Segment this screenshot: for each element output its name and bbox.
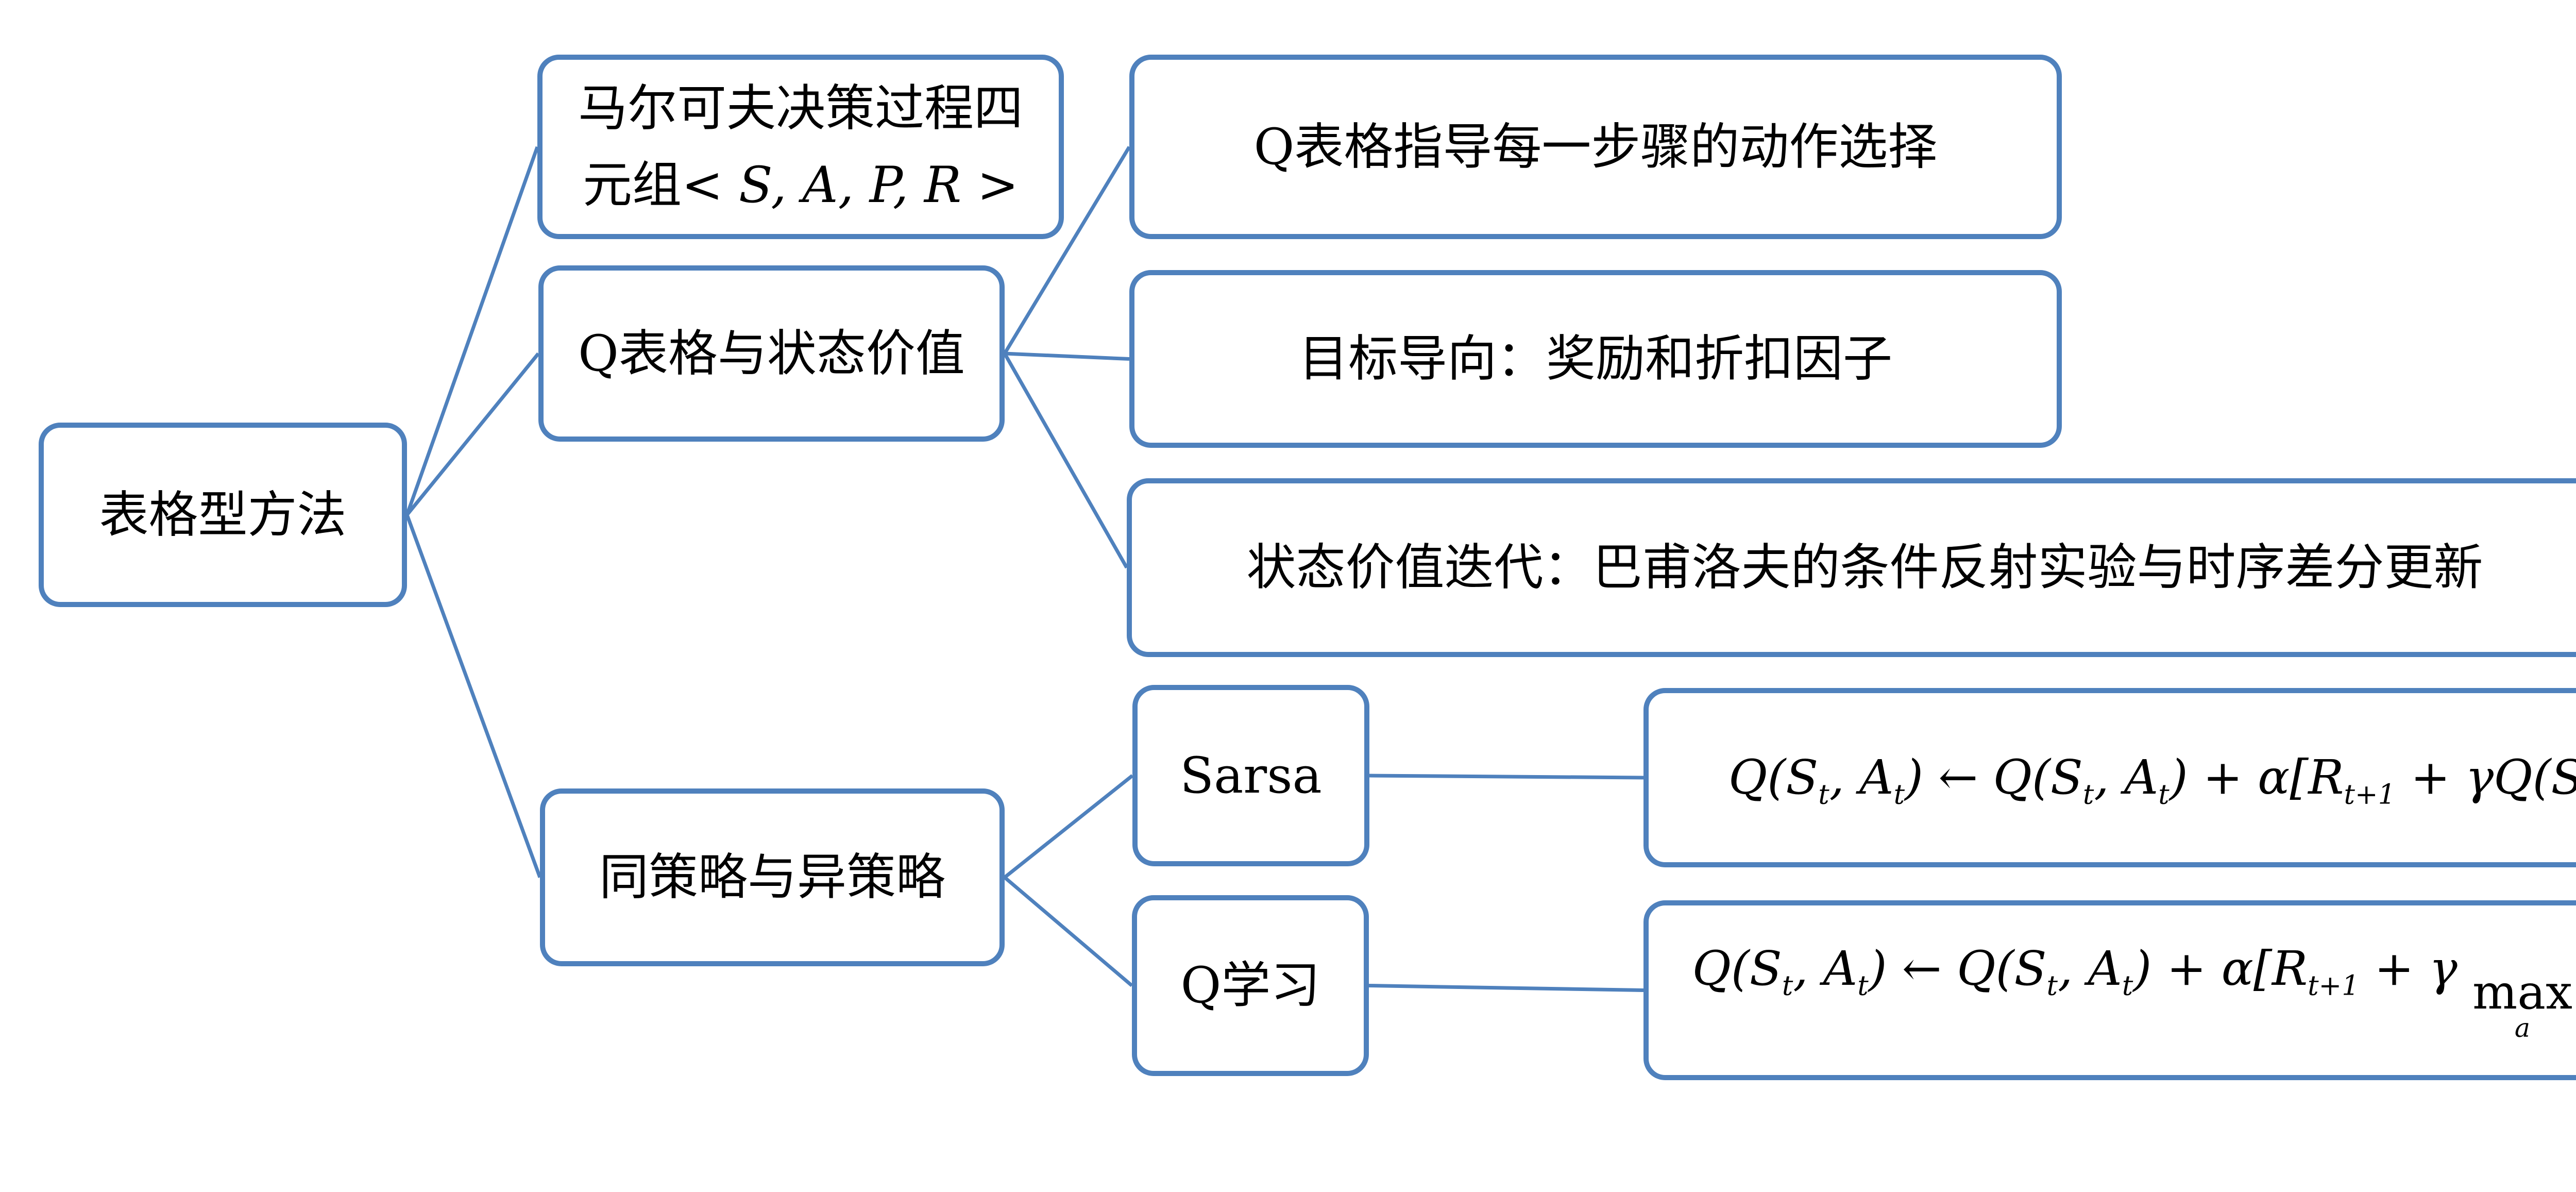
node-label-qlearn: Q学习 <box>1180 956 1320 1015</box>
subscript: t+1 <box>2344 778 2396 811</box>
node-label-valueiter: 状态价值迭代：巴甫洛夫的条件反射实验与时序差分更新 <box>1246 539 2483 597</box>
subscript: t <box>2122 969 2133 1002</box>
node-root: 表格型方法 <box>39 423 407 607</box>
edge-root-policy <box>405 514 542 878</box>
node-qguide: Q表格指导每一步骤的动作选择 <box>1129 55 2062 239</box>
node-sarsa_formula: Q(St, At) ← Q(St, At) + α[Rt+1 + γQ(St+1… <box>1643 688 2576 867</box>
node-label-policy: 同策略与异策略 <box>599 848 945 906</box>
edge-policy-sarsa <box>1003 774 1134 879</box>
edge-sarsa-sarsa_formula <box>1369 774 1644 780</box>
edge-qtable-qguide <box>1003 146 1131 355</box>
node-label-sarsa: Sarsa <box>1180 746 1322 804</box>
edge-root-qtable <box>405 352 540 516</box>
subscript: t <box>2082 778 2094 811</box>
node-valueiter: 状态价值迭代：巴甫洛夫的条件反射实验与时序差分更新 <box>1127 478 2576 657</box>
subscript: t <box>1818 778 1829 811</box>
node-label-sarsa_formula: Q(St, At) ← Q(St, At) + α[Rt+1 + γQ(St+1… <box>1728 749 2576 811</box>
node-goal: 目标导向：奖励和折扣因子 <box>1129 270 2062 448</box>
edge-policy-qlearn <box>1003 876 1133 987</box>
subscript: t <box>2158 778 2170 811</box>
subscript: t <box>1857 969 1869 1002</box>
node-mdp: 马尔可夫决策过程四 元组< S, A, P, R > <box>537 55 1064 239</box>
node-label-goal: 目标导向：奖励和折扣因子 <box>1299 330 1892 388</box>
node-label-qtable: Q表格与状态价值 <box>578 324 965 382</box>
node-qlearn: Q学习 <box>1132 895 1369 1076</box>
node-label-qguide: Q表格指导每一步骤的动作选择 <box>1253 117 1938 176</box>
edge-root-mdp <box>405 146 539 516</box>
math-variable: S, A, P, R <box>738 156 962 214</box>
subscript: t+1 <box>2308 969 2360 1002</box>
subscript: t <box>1893 778 1905 811</box>
edge-qtable-valueiter <box>1003 352 1129 569</box>
node-label-root: 表格型方法 <box>99 485 347 544</box>
node-label-mdp: 马尔可夫决策过程四 元组< S, A, P, R > <box>578 79 1023 214</box>
node-sarsa: Sarsa <box>1132 685 1369 866</box>
edge-qtable-goal <box>1004 351 1130 361</box>
subscript: t <box>1782 969 1793 1002</box>
node-qtable: Q表格与状态价值 <box>538 265 1005 442</box>
edge-qlearn-qlearn_formula <box>1368 984 1644 992</box>
subscript: t <box>2046 969 2058 1002</box>
node-policy: 同策略与异策略 <box>540 788 1005 966</box>
